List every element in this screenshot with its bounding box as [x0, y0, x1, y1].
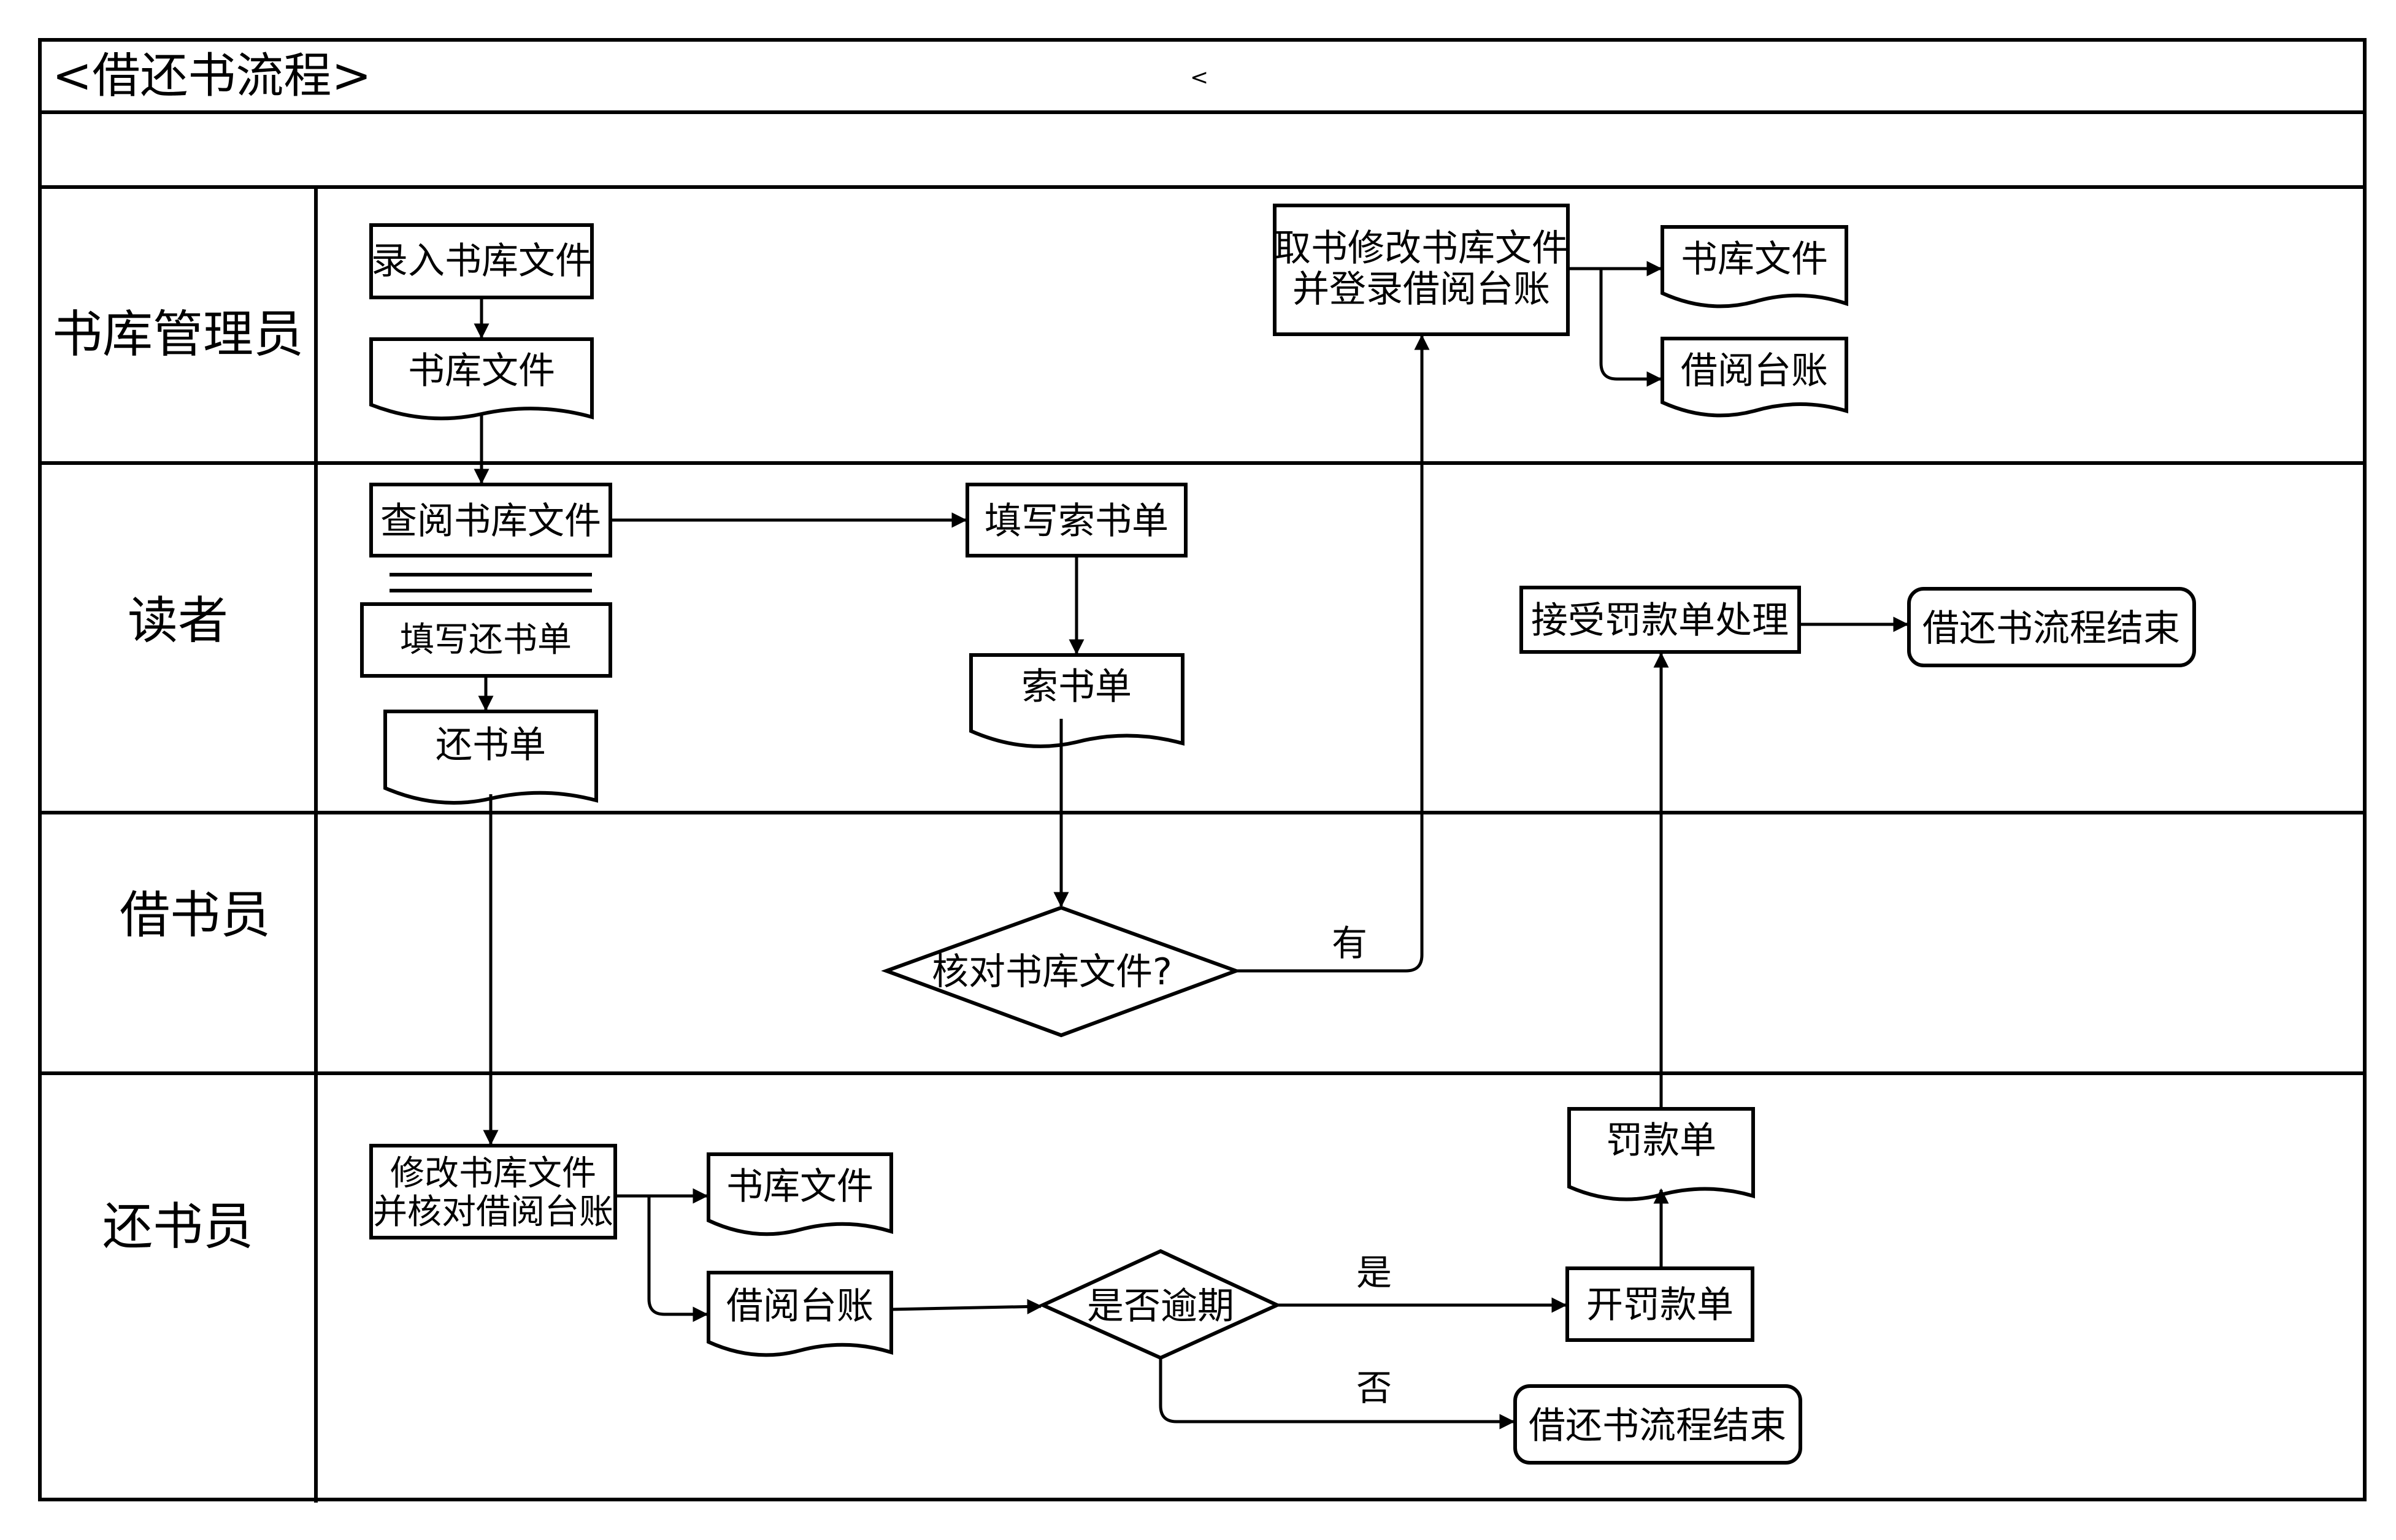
document-return-form: 还书单 — [383, 710, 598, 805]
process-view-library-file: 查阅书库文件 — [369, 483, 612, 557]
process-issue-fine: 开罚款单 — [1565, 1266, 1754, 1342]
arrow-modify-to-ledger — [647, 1196, 708, 1322]
lane-label-librarian: 书库管理员 — [52, 305, 304, 364]
edge-label-has: 有 — [1332, 922, 1367, 964]
decorative-double-lines — [390, 573, 592, 592]
process-view-library-file-label: 查阅书库文件 — [380, 500, 601, 543]
process-accept-fine: 接受罚款单处理 — [1519, 586, 1801, 654]
terminal-end-2-label: 借还书流程结束 — [1529, 1404, 1786, 1447]
terminal-end-2: 借还书流程结束 — [1513, 1384, 1802, 1465]
swimlane-frame — [38, 38, 2367, 1503]
document-fine-form: 罚款单 — [1567, 1107, 1755, 1201]
document-borrow-ledger-1-label: 借阅台账 — [1681, 350, 1828, 393]
title-mark: < — [1190, 65, 1208, 90]
process-modify-and-check-line1: 修改书库文件 — [390, 1154, 596, 1193]
connectors — [474, 261, 1909, 1430]
page-title: <借还书流程> — [52, 48, 372, 104]
arrow-check-to-take-book — [1236, 334, 1430, 973]
document-request-form-label: 索书单 — [1021, 665, 1132, 708]
decision-check-library-file: 核对书库文件? — [881, 905, 1242, 1038]
process-take-book-update: 取书修改书库文件 并登录借阅台账 — [1273, 204, 1570, 336]
process-modify-and-check: 修改书库文件 并核对借阅台账 — [369, 1144, 617, 1239]
lane-label-reader: 读者 — [128, 592, 228, 650]
edge-label-no: 否 — [1356, 1367, 1392, 1409]
edge-label-yes: 是 — [1356, 1252, 1392, 1293]
process-take-book-update-line2: 并登录借阅台账 — [1292, 268, 1550, 311]
document-library-file-2: 书库文件 — [1661, 225, 1848, 308]
decision-check-library-file-label: 核对书库文件? — [932, 951, 1172, 994]
document-borrow-ledger-2: 借阅台账 — [707, 1271, 893, 1357]
document-library-file-3: 书库文件 — [707, 1152, 893, 1236]
process-input-library-file: 录入书库文件 — [369, 223, 594, 299]
process-fill-request-form-label: 填写索书单 — [985, 500, 1169, 543]
process-fill-return-form-label: 填写还书单 — [400, 620, 572, 660]
document-request-form: 索书单 — [969, 653, 1185, 748]
arrow-take-book-to-ledger — [1599, 269, 1662, 387]
arrow-ledger-to-overdue — [891, 1298, 1043, 1314]
process-fill-return-form: 填写还书单 — [360, 602, 612, 678]
document-return-form-label: 还书单 — [436, 724, 546, 767]
terminal-end-1-label: 借还书流程结束 — [1922, 607, 2180, 650]
terminal-end-1: 借还书流程结束 — [1907, 587, 2196, 667]
document-library-file-1: 书库文件 — [369, 337, 594, 421]
document-library-file-2-label: 书库文件 — [1681, 238, 1828, 281]
process-accept-fine-label: 接受罚款单处理 — [1531, 599, 1789, 642]
process-issue-fine-label: 开罚款单 — [1586, 1284, 1734, 1327]
process-input-library-file-label: 录入书库文件 — [371, 240, 592, 283]
document-borrow-ledger-1: 借阅台账 — [1661, 337, 1848, 418]
document-library-file-3-label: 书库文件 — [726, 1165, 874, 1208]
document-library-file-1-label: 书库文件 — [408, 350, 555, 393]
process-take-book-update-line1: 取书修改书库文件 — [1274, 227, 1569, 270]
lane-label-lending-clerk: 借书员 — [120, 886, 271, 944]
document-fine-form-label: 罚款单 — [1606, 1119, 1716, 1162]
arrow-overdue-no-to-end — [1159, 1358, 1515, 1430]
process-fill-request-form: 填写索书单 — [966, 483, 1188, 557]
decision-overdue: 是否逾期 — [1038, 1249, 1282, 1360]
lane-label-return-clerk: 还书员 — [102, 1198, 253, 1256]
process-modify-and-check-line2: 并核对借阅台账 — [373, 1192, 613, 1232]
decision-overdue-label: 是否逾期 — [1087, 1285, 1234, 1328]
document-borrow-ledger-2-label: 借阅台账 — [726, 1285, 874, 1328]
